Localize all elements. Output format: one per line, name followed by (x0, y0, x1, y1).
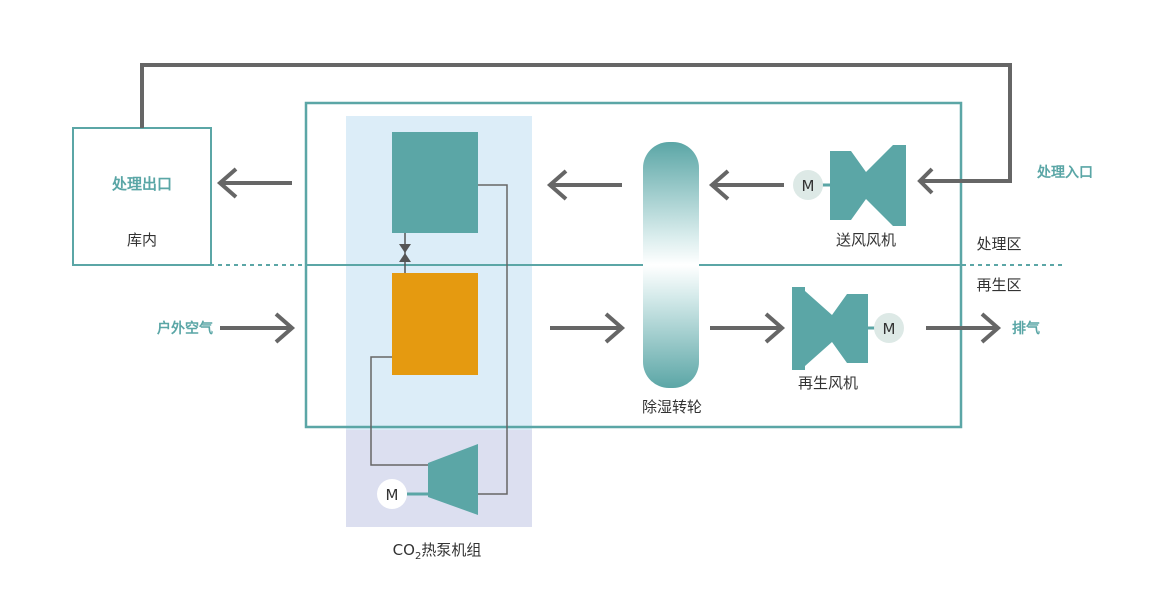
processing-zone-label: 处理区 (976, 235, 1021, 253)
condenser-heater (392, 273, 478, 375)
regen-fan-motor-label: M (883, 320, 896, 338)
refrigerant-pipe-discharge (370, 356, 428, 466)
regen-fan-motor-icon (874, 313, 904, 343)
arrow-heater-to-wheel (550, 312, 626, 344)
regeneration-zone-label: 再生区 (976, 276, 1021, 294)
heat-pump-label-co: CO (393, 541, 415, 559)
processing-inlet-arrowhead (917, 167, 934, 195)
expansion-valve-icon (399, 244, 411, 262)
desiccant-wheel-label: 除湿转轮 (642, 398, 702, 416)
arrow-outdoor-air-in (220, 312, 296, 344)
refrigerant-pipe-suction (478, 184, 508, 495)
arrow-wheel-to-coil (546, 169, 622, 201)
heat-pump-unit-label: CO2热泵机组 (393, 541, 482, 562)
exhaust-label: 排气 (1012, 320, 1040, 337)
supply-fan-motor-icon (793, 170, 823, 200)
outdoor-air-label: 户外空气 (157, 320, 213, 337)
heat-pump-label-subscript: 2 (415, 551, 421, 562)
processing-inlet-label: 处理入口 (1036, 164, 1093, 181)
arrow-fan-to-wheel (708, 169, 784, 201)
return-air-duct (140, 63, 1012, 183)
arrow-wheel-to-regen-fan (710, 312, 786, 344)
supply-fan-label: 送风风机 (836, 231, 896, 249)
compressor-motor-label: M (386, 486, 399, 504)
regen-fan-body (792, 287, 868, 370)
regen-fan-label: 再生风机 (798, 374, 858, 392)
compressor-motor-icon (377, 479, 407, 509)
arrow-exhaust (926, 312, 1002, 344)
desiccant-wheel (643, 142, 699, 388)
arrow-supply-to-warehouse (216, 167, 292, 199)
heat-pump-label-rest: 热泵机组 (421, 541, 481, 559)
supply-fan-body (830, 145, 906, 226)
processing-outlet-label: 处理出口 (111, 175, 172, 193)
warehouse-inside-label: 库内 (127, 231, 157, 249)
compressor-icon (428, 444, 478, 515)
evaporator-coil (392, 132, 478, 233)
supply-fan-motor-label: M (802, 177, 815, 195)
